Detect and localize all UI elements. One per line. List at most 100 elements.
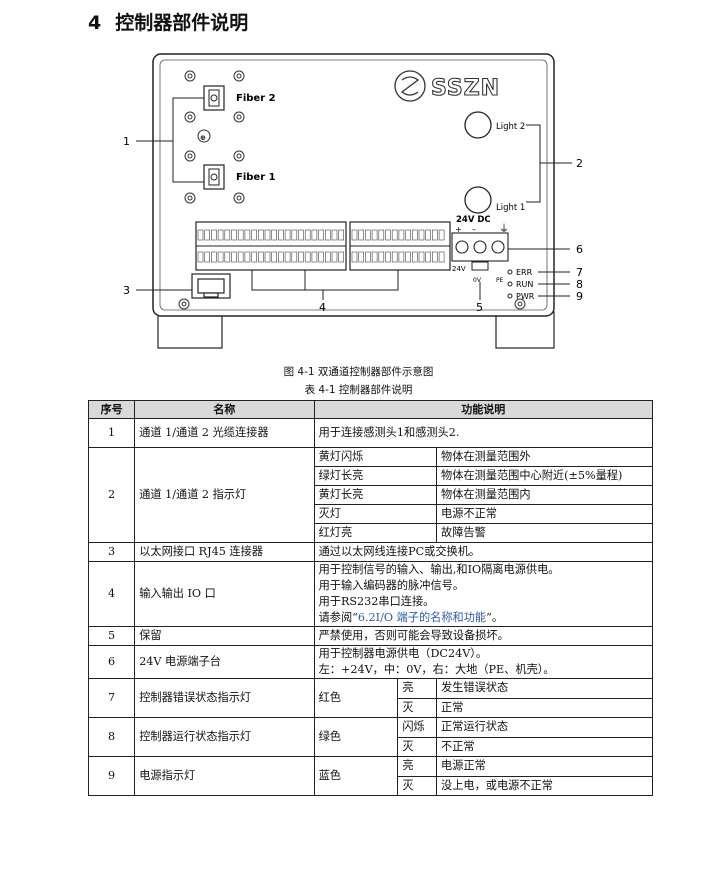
io-pin bbox=[278, 229, 284, 241]
io-pin bbox=[231, 229, 237, 241]
io-pin bbox=[331, 229, 338, 241]
power-label: 24V DC bbox=[456, 215, 491, 225]
io-pin bbox=[244, 229, 251, 241]
io-pin bbox=[338, 229, 345, 241]
header-desc: 功能说明 bbox=[313, 400, 654, 419]
io-pin bbox=[351, 251, 358, 263]
left-foot bbox=[157, 311, 223, 349]
io-pin bbox=[391, 229, 398, 241]
io-pin bbox=[271, 229, 278, 241]
io-pin bbox=[365, 229, 371, 241]
io-pin bbox=[311, 251, 318, 263]
io-pin bbox=[378, 251, 385, 263]
light1-indicator bbox=[464, 186, 492, 214]
rj45-port bbox=[191, 273, 231, 299]
io-pin bbox=[264, 251, 271, 263]
io-terminal-link[interactable]: 6.2I/O 端子的名称和功能 bbox=[357, 611, 487, 624]
io-pin bbox=[324, 229, 331, 241]
io-pin bbox=[358, 229, 365, 241]
io-pin bbox=[284, 251, 291, 263]
table-row: 4 输入输出 IO 口 用于控制信号的输入、输出,和IO隔离电源供电。 用于输入… bbox=[87, 561, 654, 627]
brand-text: SSZN bbox=[431, 76, 500, 101]
io-pin bbox=[318, 251, 324, 263]
io-pin bbox=[438, 251, 445, 263]
table-row: 绿灯长亮 物体在测量范围中心附近(±5%量程) bbox=[89, 466, 653, 486]
component-table: 序号 名称 功能说明 1 通道 1/通道 2 光缆连接器 用于连接感测头1和感测… bbox=[87, 400, 654, 796]
light2-indicator bbox=[464, 111, 492, 139]
io-pin bbox=[358, 251, 365, 263]
io-pin bbox=[284, 229, 291, 241]
fiber1-label: Fiber 1 bbox=[236, 172, 276, 183]
io-pin bbox=[237, 229, 244, 241]
io-pin bbox=[418, 229, 425, 241]
err-label: ERR bbox=[516, 268, 533, 277]
reserved-port bbox=[471, 261, 489, 271]
callout-4: 4 bbox=[319, 301, 326, 314]
power-bottom-label: 24V bbox=[452, 265, 466, 273]
io-pin bbox=[438, 229, 445, 241]
fiber2-label: Fiber 2 bbox=[236, 93, 276, 104]
io-pin bbox=[257, 229, 264, 241]
table-row: 灭 正常 bbox=[89, 697, 653, 718]
io-pin bbox=[197, 251, 204, 263]
io-pin bbox=[197, 229, 204, 241]
callout-5: 5 bbox=[476, 301, 483, 314]
io-pin bbox=[405, 251, 411, 263]
io-pin bbox=[432, 229, 438, 241]
io-pin bbox=[244, 251, 251, 263]
power-terminal bbox=[451, 232, 509, 262]
fiber-connector-1 bbox=[203, 164, 225, 190]
callout-7: 7 bbox=[576, 266, 583, 279]
callout-1: 1 bbox=[123, 135, 130, 148]
io-pin bbox=[291, 229, 298, 241]
table-row: 黄灯长亮 物体在测量范围内 bbox=[89, 485, 653, 505]
table-row: 7 控制器错误状态指示灯 红色 亮 发生错误状态 bbox=[87, 678, 653, 718]
ground-icon: ⏚ bbox=[499, 223, 509, 235]
io-pin bbox=[351, 229, 358, 241]
section-number: 4 bbox=[88, 12, 102, 34]
io-pin bbox=[304, 251, 311, 263]
io-pin bbox=[298, 229, 304, 241]
io-pin bbox=[251, 229, 257, 241]
table-row: 3 以太网接口 RJ45 连接器 通过以太网线连接PC或交换机。 bbox=[87, 542, 654, 562]
io-pin bbox=[291, 251, 298, 263]
io-pin bbox=[224, 251, 231, 263]
callout-6: 6 bbox=[576, 243, 583, 256]
header-no: 序号 bbox=[87, 400, 136, 419]
io-pin bbox=[298, 251, 304, 263]
light2-label: Light 2 bbox=[496, 122, 525, 132]
io-pin bbox=[378, 229, 385, 241]
io-pin bbox=[432, 251, 438, 263]
run-led bbox=[507, 281, 513, 287]
io-pin bbox=[365, 251, 371, 263]
io-pin bbox=[224, 229, 231, 241]
io-pin bbox=[257, 251, 264, 263]
io-pin bbox=[391, 251, 398, 263]
svg-text:–: – bbox=[472, 225, 476, 234]
io-pin bbox=[211, 251, 217, 263]
io-pin bbox=[385, 229, 391, 241]
io-pin bbox=[211, 229, 217, 241]
svg-text:⊕: ⊕ bbox=[200, 134, 206, 142]
table-row: 2 通道 1/通道 2 指示灯 黄灯闪烁 物体在测量范围外 bbox=[87, 447, 653, 543]
header-name: 名称 bbox=[134, 400, 315, 419]
io-pin bbox=[324, 251, 331, 263]
light1-label: Light 1 bbox=[496, 203, 525, 213]
io-pin bbox=[318, 229, 324, 241]
callout-2: 2 bbox=[576, 157, 583, 170]
io-pin bbox=[371, 251, 378, 263]
io-pin bbox=[217, 251, 224, 263]
io-pin bbox=[331, 251, 338, 263]
io-pin bbox=[405, 229, 411, 241]
brand-logo bbox=[394, 70, 426, 102]
table-row: 6 24V 电源端子台 用于控制器电源供电（DC24V）。 左：+24V，中：0… bbox=[87, 645, 654, 679]
pwr-label: PWR bbox=[516, 292, 535, 301]
io-pin bbox=[304, 229, 311, 241]
io-pin bbox=[425, 251, 432, 263]
io-pin bbox=[204, 251, 210, 263]
io-pin bbox=[371, 229, 378, 241]
io-pin bbox=[204, 229, 210, 241]
io-pin bbox=[398, 229, 405, 241]
pwr-led bbox=[507, 293, 513, 299]
